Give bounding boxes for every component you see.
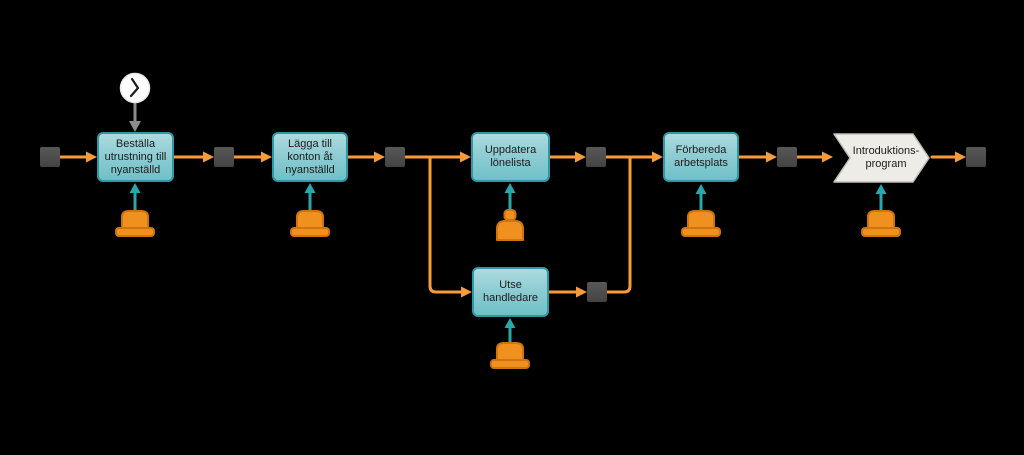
arrowhead-icon (374, 151, 385, 163)
arrowhead-up-icon (504, 318, 516, 328)
arrowhead-icon (575, 151, 586, 163)
person-icon (496, 209, 524, 241)
arrowhead-icon (203, 151, 214, 163)
arrowhead-icon (822, 151, 833, 163)
connector-node-2 (214, 147, 234, 167)
role-hat-icon (490, 342, 530, 369)
teal-resource-arrowheads (129, 183, 887, 328)
task-prepare-workplace: Förbereda arbetsplats (663, 132, 739, 182)
arrowhead-icon (576, 286, 587, 298)
arrowhead-up-icon (875, 184, 887, 194)
arrowhead-up-icon (129, 183, 141, 193)
connector-node-end (966, 147, 986, 167)
trigger-connector (129, 102, 141, 132)
arrowhead-up-icon (504, 183, 516, 193)
task-label: Lägga till konton åt nyanställd (285, 137, 335, 176)
role-hat-icon (861, 210, 901, 237)
arrowhead-icon (461, 286, 472, 298)
orange-flow-lines (58, 155, 957, 294)
milestone-introduction-program: Introduktions- program (833, 133, 930, 183)
arrowhead-up-icon (695, 184, 707, 194)
flow-node5-merge-up (605, 155, 632, 294)
arrowhead-down-icon (129, 121, 141, 132)
arrowhead-icon (766, 151, 777, 163)
resource-icons (115, 209, 901, 369)
flow-split-down-to-task4 (428, 155, 463, 294)
task-order-equipment: Beställa utrustning till nyanställd (97, 132, 174, 182)
arrowhead-icon (652, 151, 663, 163)
connector-node-3 (385, 147, 405, 167)
task-label: Förbereda arbetsplats (674, 144, 728, 169)
role-hat-icon (681, 210, 721, 237)
task-update-payroll: Uppdatera lönelista (471, 132, 550, 182)
connector-node-4 (586, 147, 606, 167)
role-hat-icon (115, 210, 155, 237)
connector-node-5 (587, 282, 607, 302)
milestone-label: Introduktions- program (852, 145, 920, 170)
task-appoint-supervisor: Utse handledare (472, 267, 549, 317)
task-label: Beställa utrustning till nyanställd (104, 137, 167, 176)
task-label: Uppdatera lönelista (484, 144, 537, 169)
orange-flow-arrowheads (86, 151, 966, 298)
arrowhead-icon (460, 151, 471, 163)
chevron-shape-icon (833, 133, 930, 183)
task-label: Utse handledare (482, 279, 539, 304)
arrowhead-icon (955, 151, 966, 163)
task-add-accounts: Lägga till konton åt nyanställd (272, 132, 348, 182)
timer-clock-icon (119, 72, 151, 104)
arrowhead-up-icon (304, 183, 316, 193)
connector-node-start (40, 147, 60, 167)
teal-resource-lines (133, 190, 883, 345)
role-hat-icon (290, 210, 330, 237)
arrowhead-icon (86, 151, 97, 163)
arrowhead-icon (261, 151, 272, 163)
connector-node-6 (777, 147, 797, 167)
